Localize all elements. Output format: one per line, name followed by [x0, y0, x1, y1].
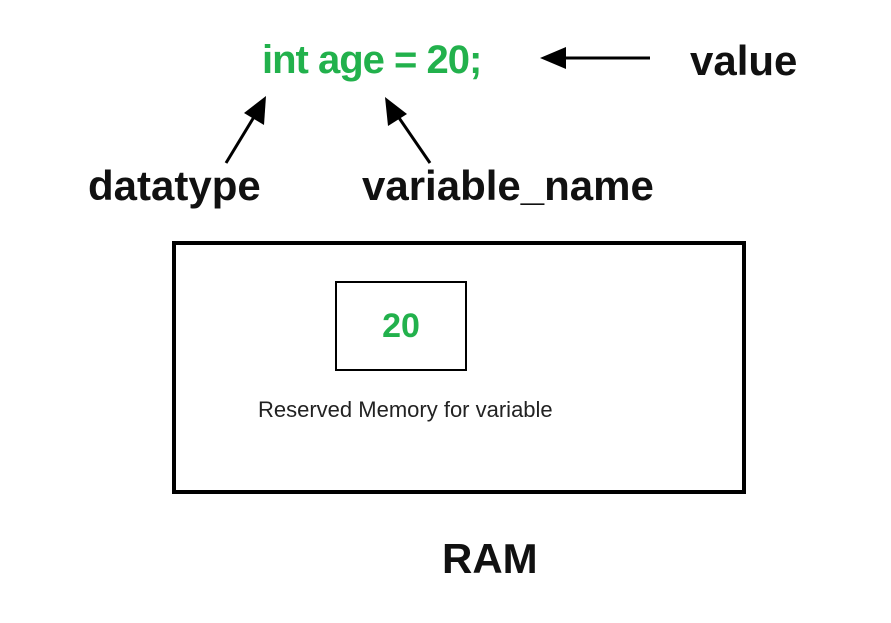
code-statement: int age = 20;	[262, 38, 482, 82]
value-label: value	[690, 37, 798, 84]
value-arrow	[540, 47, 650, 69]
datatype-arrow	[224, 96, 266, 164]
ram-box	[172, 241, 746, 494]
ram-label: RAM	[442, 535, 538, 582]
memory-cell-value: 20	[382, 306, 420, 345]
datatype-label: datatype	[88, 162, 261, 209]
memory-cell: 20	[335, 281, 467, 371]
variable-name-label: variable_name	[362, 162, 654, 209]
memory-caption: Reserved Memory for variable	[258, 397, 553, 422]
variable-name-arrow	[385, 97, 432, 164]
